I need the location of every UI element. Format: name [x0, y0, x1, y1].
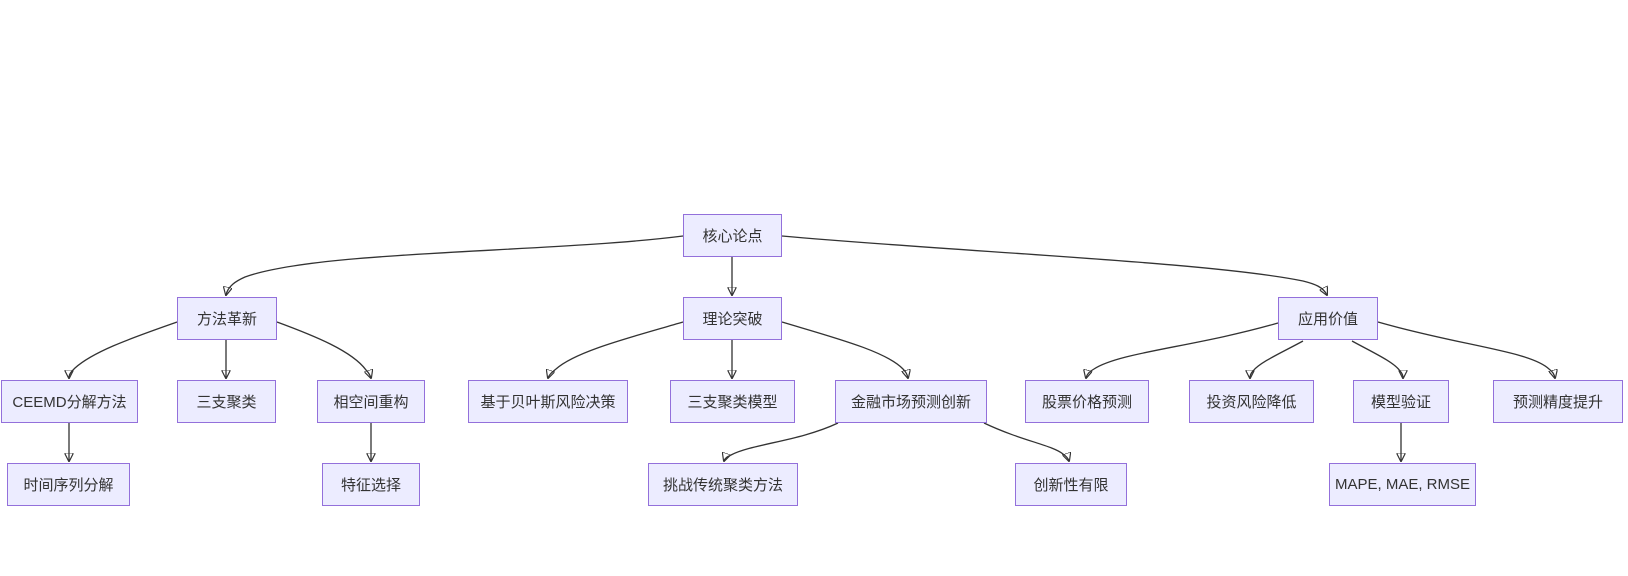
edge-theory-to-bayes-risk [548, 321, 684, 378]
node-ceemd-label: CEEMD分解方法 [12, 394, 127, 411]
node-three-way-clustering-label: 三支聚类 [196, 394, 257, 411]
node-theory: 理论突破 [683, 297, 782, 340]
node-three-way-model-label: 三支聚类模型 [687, 394, 778, 411]
node-model-validation-label: 模型验证 [1370, 394, 1431, 411]
node-metrics-label: MAPE, MAE, RMSE [1334, 476, 1471, 493]
node-bayes-risk-label: 基于贝叶斯风险决策 [480, 394, 616, 411]
node-three-way-clustering: 三支聚类 [177, 380, 276, 423]
node-ceemd: CEEMD分解方法 [1, 380, 138, 423]
node-application: 应用价值 [1278, 297, 1378, 340]
node-three-way-model: 三支聚类模型 [670, 380, 795, 423]
edge-core-to-method [226, 235, 684, 295]
edge-application-to-accuracy-improve [1377, 321, 1555, 378]
node-risk-reduction-label: 投资风险降低 [1206, 394, 1297, 411]
node-stock-price: 股票价格预测 [1025, 380, 1149, 423]
edge-application-to-risk-reduction [1250, 340, 1304, 378]
node-feature-selection-label: 特征选择 [340, 477, 401, 494]
edge-method-to-ceemd [69, 321, 178, 378]
node-fin-market-innovation-label: 金融市场预测创新 [850, 394, 971, 411]
node-theory-label: 理论突破 [702, 311, 763, 328]
node-method: 方法革新 [177, 297, 277, 340]
node-metrics: MAPE, MAE, RMSE [1329, 463, 1476, 506]
node-accuracy-improve: 预测精度提升 [1493, 380, 1623, 423]
node-limited-novelty: 创新性有限 [1015, 463, 1127, 506]
node-stock-price-label: 股票价格预测 [1041, 394, 1132, 411]
edge-fin-market-innovation-to-challenge-clustering [724, 422, 839, 461]
node-challenge-clustering: 挑战传统聚类方法 [648, 463, 798, 506]
node-risk-reduction: 投资风险降低 [1189, 380, 1314, 423]
node-phase-space-label: 相空间重构 [333, 394, 409, 411]
node-ts-decomposition: 时间序列分解 [7, 463, 130, 506]
edge-fin-market-innovation-to-limited-novelty [983, 422, 1069, 461]
node-limited-novelty-label: 创新性有限 [1033, 477, 1109, 494]
node-feature-selection: 特征选择 [322, 463, 420, 506]
node-bayes-risk: 基于贝叶斯风险决策 [468, 380, 628, 423]
edge-core-to-application [781, 235, 1327, 295]
node-core: 核心论点 [683, 214, 782, 257]
edge-application-to-model-validation [1351, 340, 1403, 378]
node-phase-space: 相空间重构 [317, 380, 425, 423]
edge-theory-to-fin-market-innovation [781, 321, 908, 378]
node-ts-decomposition-label: 时间序列分解 [23, 477, 114, 494]
node-fin-market-innovation: 金融市场预测创新 [835, 380, 987, 423]
node-method-label: 方法革新 [196, 311, 257, 328]
node-application-label: 应用价值 [1297, 311, 1358, 328]
node-model-validation: 模型验证 [1353, 380, 1449, 423]
node-core-label: 核心论点 [702, 228, 763, 245]
edge-method-to-phase-space [276, 321, 371, 378]
node-challenge-clustering-label: 挑战传统聚类方法 [662, 477, 783, 494]
edge-application-to-stock-price [1086, 322, 1279, 378]
node-accuracy-improve-label: 预测精度提升 [1512, 394, 1603, 411]
